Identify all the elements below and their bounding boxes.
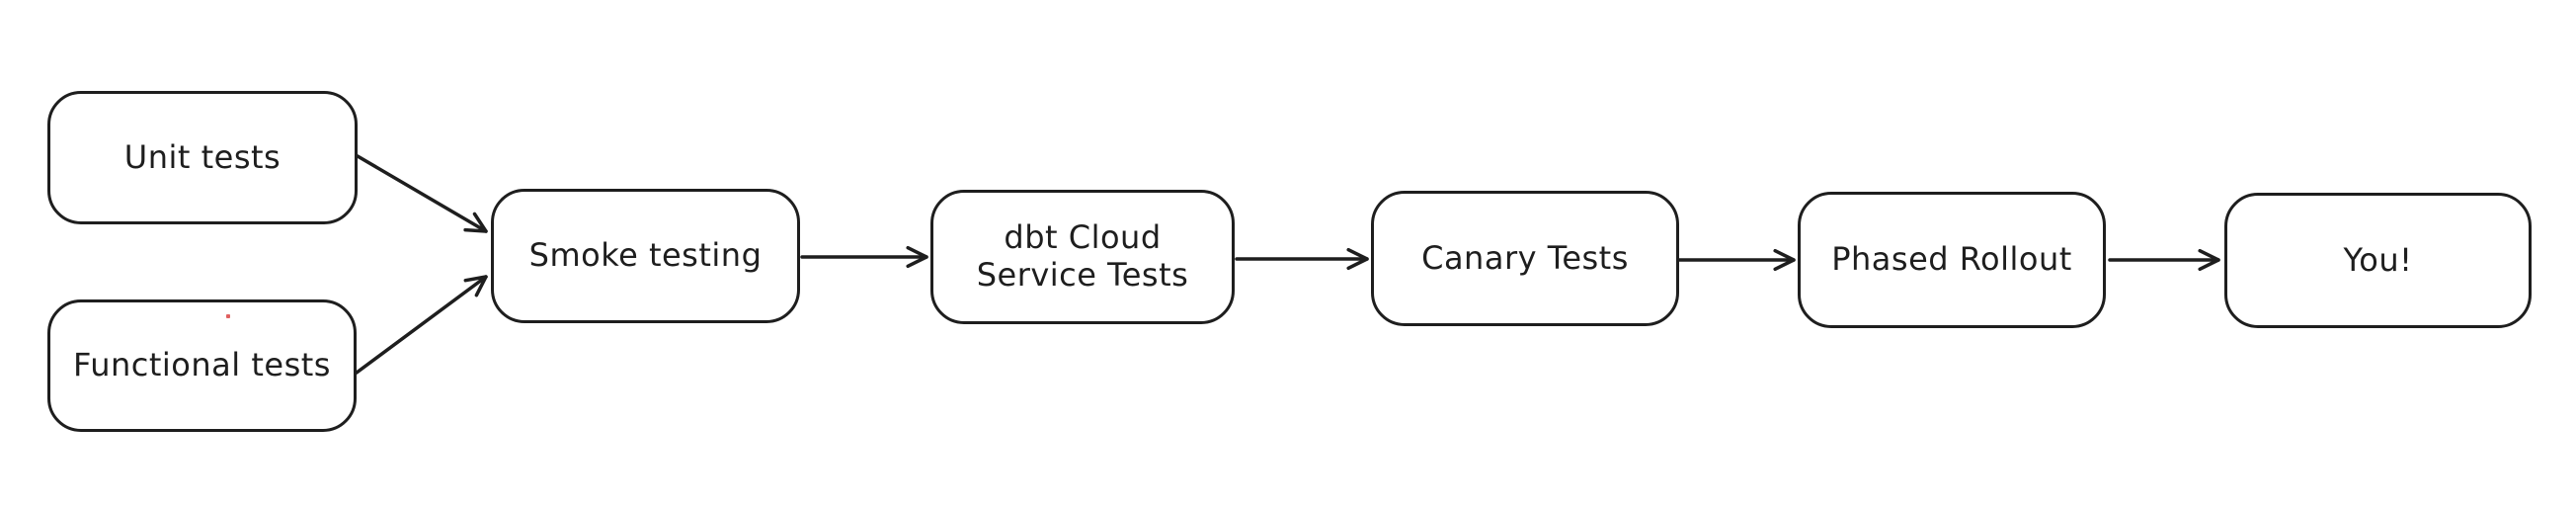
node-phased-rollout[interactable]: Phased Rollout: [1798, 192, 2106, 328]
node-label-unit-tests: Unit tests: [123, 137, 282, 176]
edge-dbt-cloud-service-tests-to-canary-tests[interactable]: [1235, 247, 1369, 271]
arrowhead-icon: [1346, 247, 1369, 271]
edge-phased-rollout-to-you[interactable]: [2108, 248, 2220, 272]
node-unit-tests[interactable]: Unit tests: [47, 91, 358, 224]
arrowhead-icon: [906, 245, 928, 269]
arrowhead-icon: [463, 212, 488, 233]
node-label-phased-rollout: Phased Rollout: [1831, 240, 2072, 278]
node-label-functional-tests: Functional tests: [73, 346, 331, 383]
node-label-dbt-cloud-service-tests: dbt Cloud Service Tests: [976, 218, 1189, 294]
edge-canary-tests-to-phased-rollout[interactable]: [1677, 248, 1796, 272]
arrowhead-icon: [2198, 248, 2220, 272]
node-dbt-cloud-service-tests[interactable]: dbt Cloud Service Tests: [930, 190, 1235, 324]
red-dot-artifact: [226, 314, 230, 318]
node-label-you: You!: [2343, 240, 2413, 279]
node-canary-tests[interactable]: Canary Tests: [1371, 191, 1679, 326]
edge-functional-tests-to-smoke-testing[interactable]: [355, 275, 488, 375]
arrowhead-icon: [1773, 248, 1796, 272]
node-label-canary-tests: Canary Tests: [1421, 238, 1629, 277]
node-functional-tests[interactable]: Functional tests: [47, 299, 357, 432]
node-you[interactable]: You!: [2224, 193, 2532, 328]
edge-smoke-testing-to-dbt-cloud-service-tests[interactable]: [800, 245, 928, 269]
node-smoke-testing[interactable]: Smoke testing: [491, 189, 800, 323]
node-label-smoke-testing: Smoke testing: [528, 236, 763, 274]
edge-unit-tests-to-smoke-testing[interactable]: [356, 154, 488, 233]
arrowhead-icon: [463, 275, 488, 298]
